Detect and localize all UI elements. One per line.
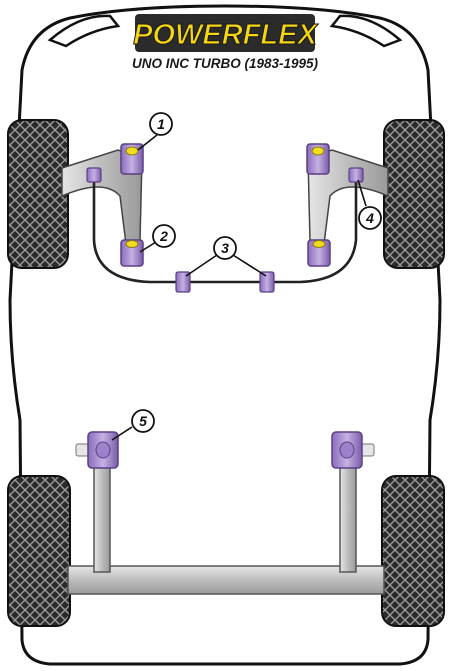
rear-right-wheel [381,475,445,627]
bush-2-right [307,239,331,267]
callout-leaders [111,134,367,441]
callout-2: 2 [152,224,176,248]
callout-4: 4 [358,206,382,230]
vehicle-subtitle: UNO INC TURBO (1983-1995) [132,56,319,71]
bush-4-right [348,167,364,183]
anti-roll-bar [92,174,358,284]
bush-2-left [120,239,144,267]
callout-1-number: 1 [157,116,165,132]
bush-1-right [306,143,330,175]
front-left-wheel [7,119,69,269]
logo-text: POWERFLEX [133,19,318,51]
bush-5-right [331,431,375,469]
bush-5-left [75,431,119,469]
callout-3-number: 3 [221,240,229,256]
rear-left-wheel [7,475,71,627]
bush-3-left [175,271,191,293]
callout-5-number: 5 [139,413,147,429]
callout-4-number: 4 [365,210,374,226]
callout-2-number: 2 [159,228,168,244]
front-right-wheel [383,119,445,269]
callout-1: 1 [149,112,173,136]
rear-beam [67,447,385,595]
callout-5: 5 [131,409,155,433]
callout-3: 3 [213,236,237,260]
bush-1-left [120,143,144,175]
powerflex-logo: POWERFLEX [133,14,319,52]
bush-4-left [86,167,102,183]
bush-3-right [259,271,275,293]
